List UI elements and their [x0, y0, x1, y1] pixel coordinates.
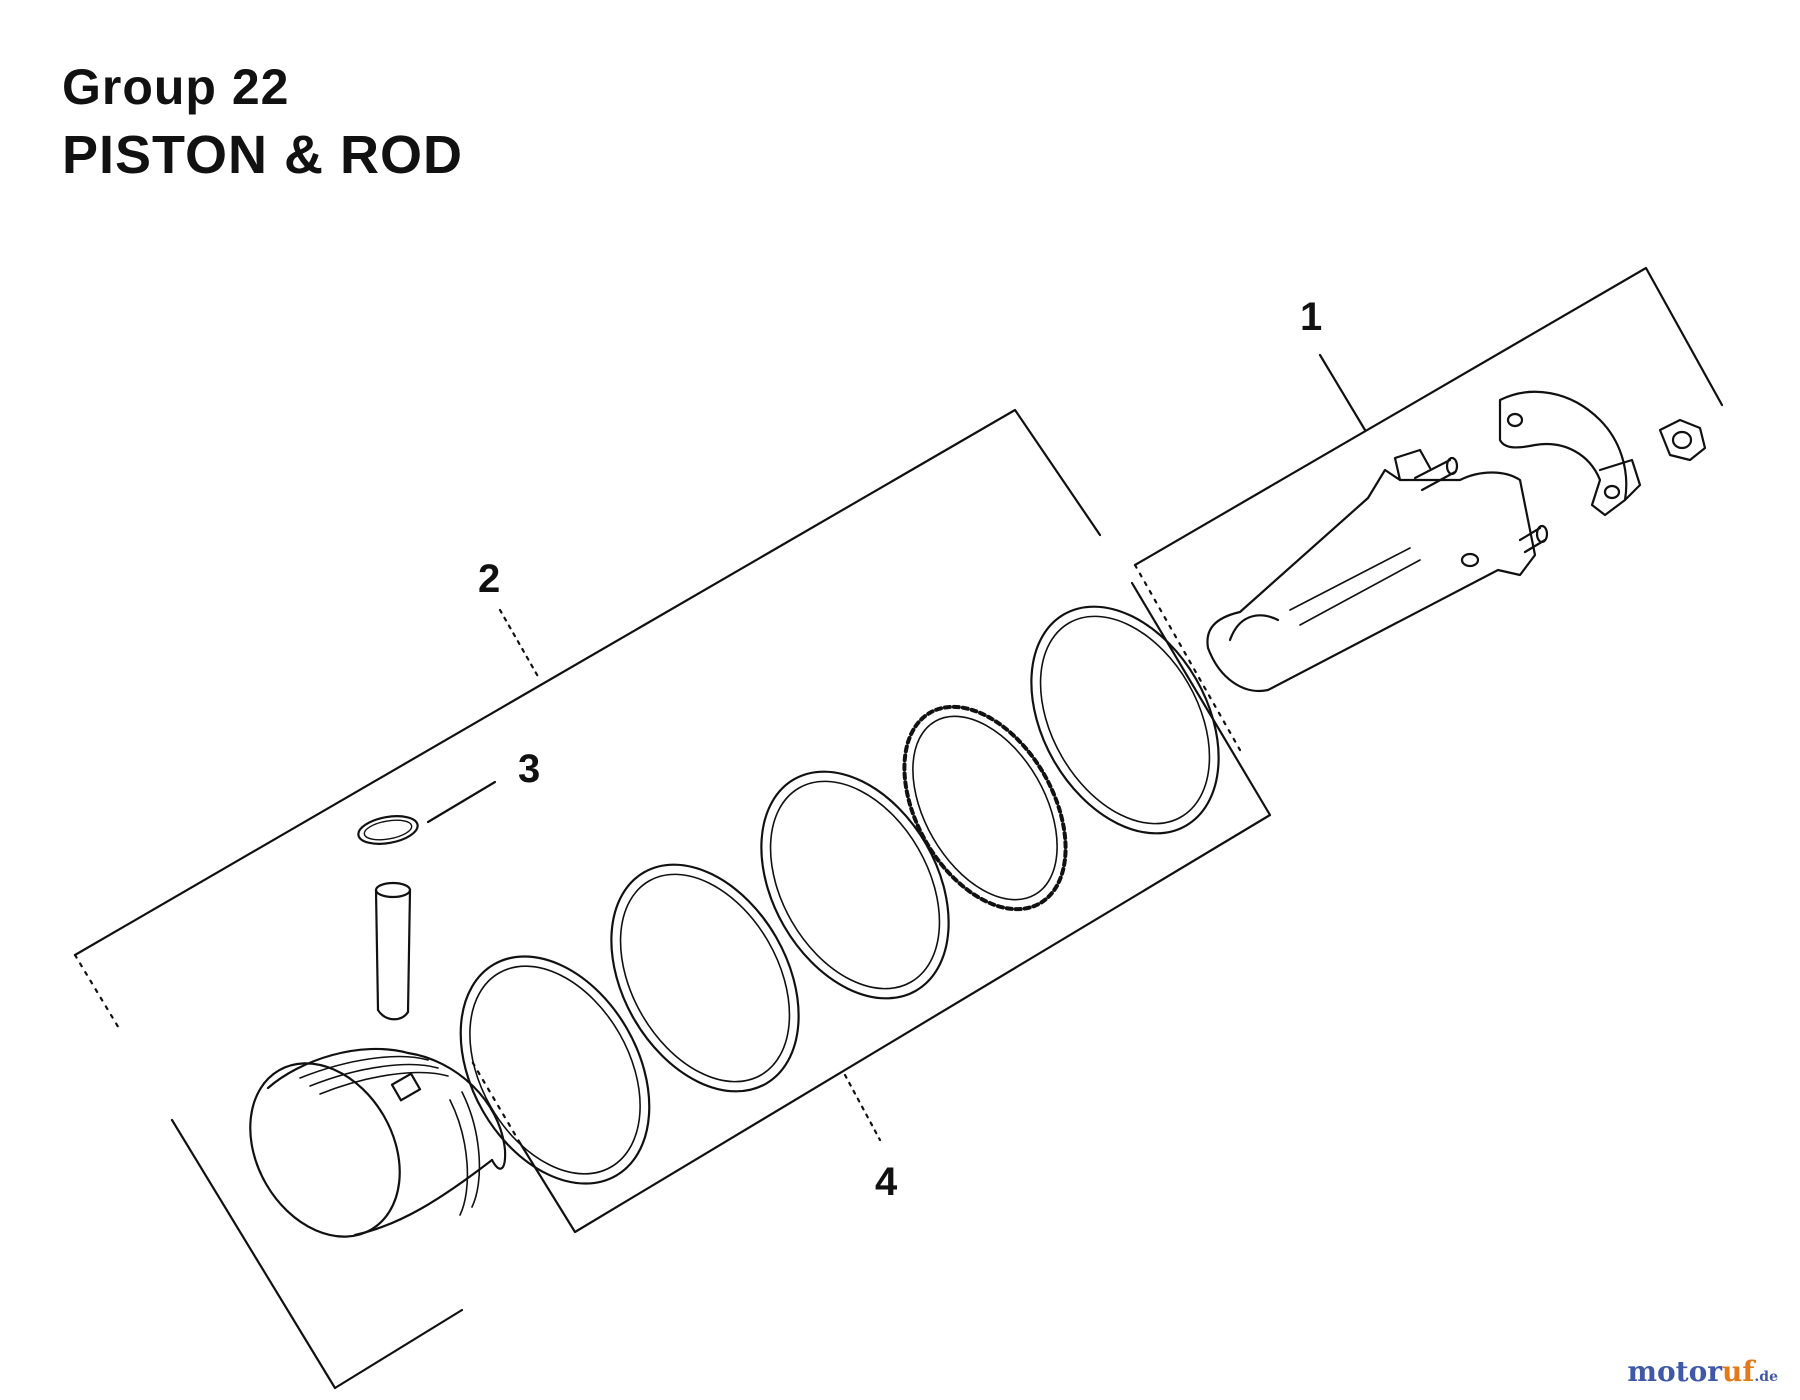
diagram-section-title: PISTON & ROD	[62, 125, 464, 185]
rod-nut-drawing	[1658, 418, 1707, 462]
retainer-clip-drawing	[357, 815, 419, 845]
watermark-part-2: uf	[1722, 1355, 1755, 1388]
watermark-suffix: .de	[1754, 1369, 1778, 1385]
compression-ring-5-drawing	[1030, 605, 1220, 835]
rod-assembly-bracket	[1133, 266, 1724, 752]
retainer-leader	[426, 780, 497, 824]
piston-drawing	[249, 1047, 507, 1238]
compression-ring-1-drawing	[459, 955, 651, 1185]
compression-ring-2-drawing	[610, 863, 800, 1093]
site-watermark: motoruf.de	[1627, 1355, 1778, 1388]
piston-kit-bracket	[73, 408, 1102, 1390]
diagram-group-title: Group 22	[62, 59, 290, 115]
callout-ring-set: 4	[875, 1160, 898, 1204]
piston-pin-drawing	[374, 881, 412, 1021]
oil-ring-rail-drawing	[760, 770, 950, 1000]
callout-rod-assembly: 1	[1300, 295, 1322, 339]
ring-expander-drawing	[902, 704, 1068, 912]
watermark-part-1: motor	[1627, 1355, 1723, 1388]
ring-set-bracket	[468, 581, 1272, 1234]
rod-cap-drawing	[1498, 390, 1642, 517]
callout-retainer: 3	[518, 747, 540, 791]
connecting-rod-drawing	[1206, 448, 1549, 693]
callout-piston-kit: 2	[478, 557, 500, 601]
